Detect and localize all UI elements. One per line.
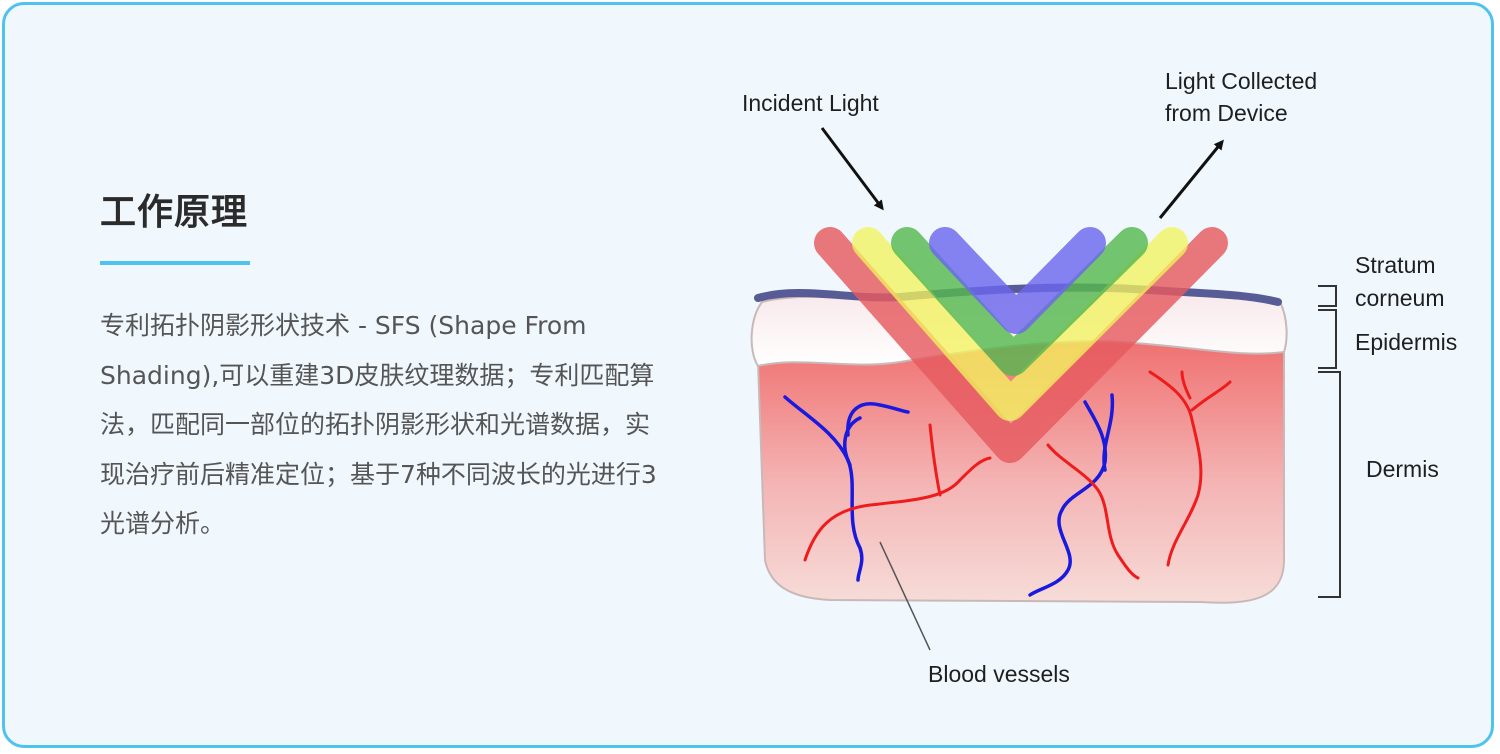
blood-vessels-veins (783, 393, 1115, 597)
incident-arrow (820, 127, 884, 211)
light-paths (814, 227, 1228, 463)
epidermis-label: Epidermis (1355, 329, 1457, 355)
light-collected-label-line1: Light Collected (1165, 68, 1317, 94)
incident-light-label: Incident Light (742, 90, 879, 116)
layer-brackets (1318, 285, 1341, 598)
title-underline (100, 261, 250, 265)
dermis-label: Dermis (1366, 456, 1439, 482)
section-title: 工作原理 (100, 192, 249, 233)
light-path-green (891, 227, 1148, 376)
stratum-corneum-layer (754, 283, 1282, 306)
light-path-blue (929, 227, 1106, 334)
section-description: 专利拓扑阴影形状技术 - SFS (Shape From Shading),可以… (100, 311, 657, 538)
blood-vessel-pointer (879, 541, 931, 651)
blood-vessels-label: Blood vessels (928, 661, 1070, 687)
light-path-red (814, 227, 1228, 463)
stratum-label-line1: Stratum (1355, 252, 1436, 278)
stratum-label-line2: corneum (1355, 285, 1444, 311)
collected-arrow (1158, 139, 1224, 219)
light-collected-label-line2: from Device (1165, 100, 1288, 126)
blood-vessels-arteries (803, 370, 1232, 580)
light-path-yellow (852, 227, 1188, 421)
